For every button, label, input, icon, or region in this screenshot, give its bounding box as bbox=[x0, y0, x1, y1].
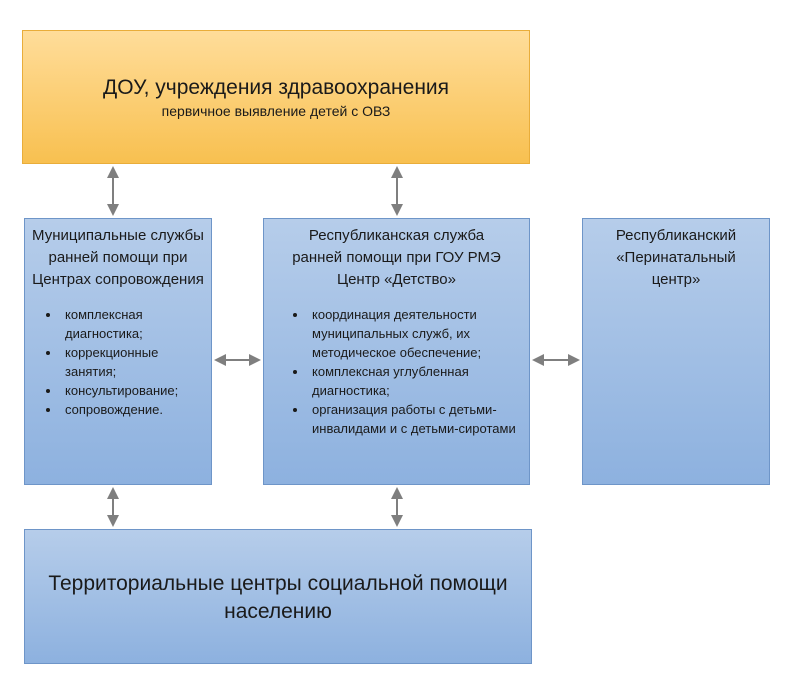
bottom-title: Территориальные центры социальной помощи… bbox=[48, 572, 508, 623]
list-item: комплексная углубленная диагностика; bbox=[308, 362, 521, 400]
box-republican-service: Республиканская служба ранней помощи при… bbox=[263, 218, 530, 485]
top-subtitle: первичное выявление детей с ОВЗ bbox=[161, 103, 391, 119]
municipal-title: Муниципальные службы ранней помощи при Ц… bbox=[32, 227, 204, 288]
republican-title: Республиканская служба ранней помощи при… bbox=[292, 227, 501, 288]
box-perinatal-center: Республиканский «Перинатальный центр» bbox=[582, 218, 770, 485]
list-item: комплексная диагностика; bbox=[61, 305, 203, 343]
box-territorial-centers: Территориальные центры социальной помощи… bbox=[24, 529, 532, 664]
republican-list: координация деятельности муниципальных с… bbox=[264, 305, 529, 438]
municipal-list: комплексная диагностика; коррекционные з… bbox=[25, 305, 211, 419]
list-item: коррекционные занятия; bbox=[61, 343, 203, 381]
perinatal-title: Республиканский «Перинатальный центр» bbox=[615, 227, 737, 288]
list-item: координация деятельности муниципальных с… bbox=[308, 305, 521, 362]
top-title: ДОУ, учреждения здравоохранения bbox=[102, 76, 450, 99]
box-municipal-services: Муниципальные службы ранней помощи при Ц… bbox=[24, 218, 212, 485]
list-item: сопровождение. bbox=[61, 400, 203, 419]
list-item: организация работы с детьми-инвалидами и… bbox=[308, 400, 521, 438]
list-item: консультирование; bbox=[61, 381, 203, 400]
box-dou-healthcare: ДОУ, учреждения здравоохранения первично… bbox=[22, 30, 530, 164]
